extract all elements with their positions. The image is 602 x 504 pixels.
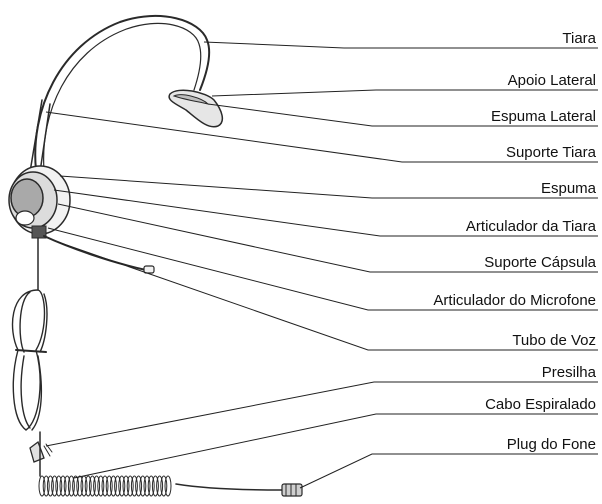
cable-loops xyxy=(11,289,48,431)
label-espuma-lateral: Espuma Lateral xyxy=(491,108,596,125)
spiral-coil xyxy=(72,475,80,497)
label-plug-do-fone: Plug do Fone xyxy=(507,436,596,453)
headband-inner xyxy=(43,22,202,171)
label-tiara: Tiara xyxy=(562,30,596,47)
label-apoio-lateral: Apoio Lateral xyxy=(508,72,596,89)
cable-tie xyxy=(15,349,47,353)
spiral-cable xyxy=(38,475,172,497)
spiral-coil xyxy=(164,475,172,497)
spiral-coil xyxy=(139,475,147,497)
leader-presilha xyxy=(45,381,598,447)
spiral-coil xyxy=(84,475,92,497)
headband xyxy=(34,14,211,171)
leader-cabo-espiralado xyxy=(73,413,598,479)
spiral-coil xyxy=(122,475,130,497)
spiral-coil xyxy=(42,475,50,497)
spiral-coil xyxy=(46,475,54,497)
leader-espuma-lateral xyxy=(207,103,598,127)
mic-articulator xyxy=(31,225,47,239)
headset-illustration xyxy=(8,14,303,497)
spiral-coil xyxy=(135,475,143,497)
spiral-coil xyxy=(93,475,101,497)
spiral-coil xyxy=(114,475,122,497)
spiral-coil xyxy=(101,475,109,497)
label-suporte-tiara: Suporte Tiara xyxy=(506,144,597,161)
clip xyxy=(29,440,45,463)
spiral-coil xyxy=(67,475,75,497)
spiral-coil xyxy=(143,475,151,497)
capsule-center xyxy=(15,210,35,226)
leader-suporte-tiara xyxy=(45,111,598,163)
label-suporte-capsula: Suporte Cápsula xyxy=(484,254,596,271)
leader-lines xyxy=(45,41,598,489)
voice-tube-tip xyxy=(143,265,155,274)
cable-to-plug xyxy=(175,483,283,491)
spiral-coil xyxy=(126,475,134,497)
lateral-support xyxy=(168,89,224,128)
leader-apoio-lateral xyxy=(211,89,598,97)
label-articulador-do-microfone: Articulador do Microfone xyxy=(433,292,596,309)
spiral-coil xyxy=(55,475,63,497)
spiral-coil xyxy=(151,475,159,497)
label-espuma: Espuma xyxy=(541,180,597,197)
spiral-coil xyxy=(97,475,105,497)
spiral-coil xyxy=(38,475,46,497)
spiral-coil xyxy=(76,475,84,497)
spiral-coil xyxy=(59,475,67,497)
spiral-coil xyxy=(88,475,96,497)
spiral-coil xyxy=(105,475,113,497)
voice-tube xyxy=(43,235,147,271)
spiral-coil xyxy=(51,475,59,497)
part-labels: Tiara Apoio Lateral Espuma Lateral Supor… xyxy=(433,30,596,453)
leader-articulador-microfone xyxy=(47,227,598,311)
leader-espuma xyxy=(59,175,598,199)
label-cabo-espiralado: Cabo Espiralado xyxy=(485,396,596,413)
spiral-coil xyxy=(130,475,138,497)
label-articulador-da-tiara: Articulador da Tiara xyxy=(466,218,597,235)
spiral-coil xyxy=(63,475,71,497)
label-tubo-de-voz: Tubo de Voz xyxy=(512,332,596,349)
plug xyxy=(281,483,303,497)
leader-suporte-capsula xyxy=(57,203,598,273)
spiral-coil xyxy=(109,475,117,497)
leader-articulador-tiara xyxy=(53,189,598,237)
spiral-coil xyxy=(156,475,164,497)
plug-pins xyxy=(285,483,297,497)
spiral-coil xyxy=(118,475,126,497)
headband-support xyxy=(29,99,51,173)
leader-tubo-de-voz xyxy=(57,241,598,351)
label-presilha: Presilha xyxy=(542,364,597,381)
spiral-coil xyxy=(160,475,168,497)
spiral-coil xyxy=(147,475,155,497)
leader-plug-do-fone xyxy=(299,453,598,489)
leader-tiara xyxy=(203,41,598,49)
